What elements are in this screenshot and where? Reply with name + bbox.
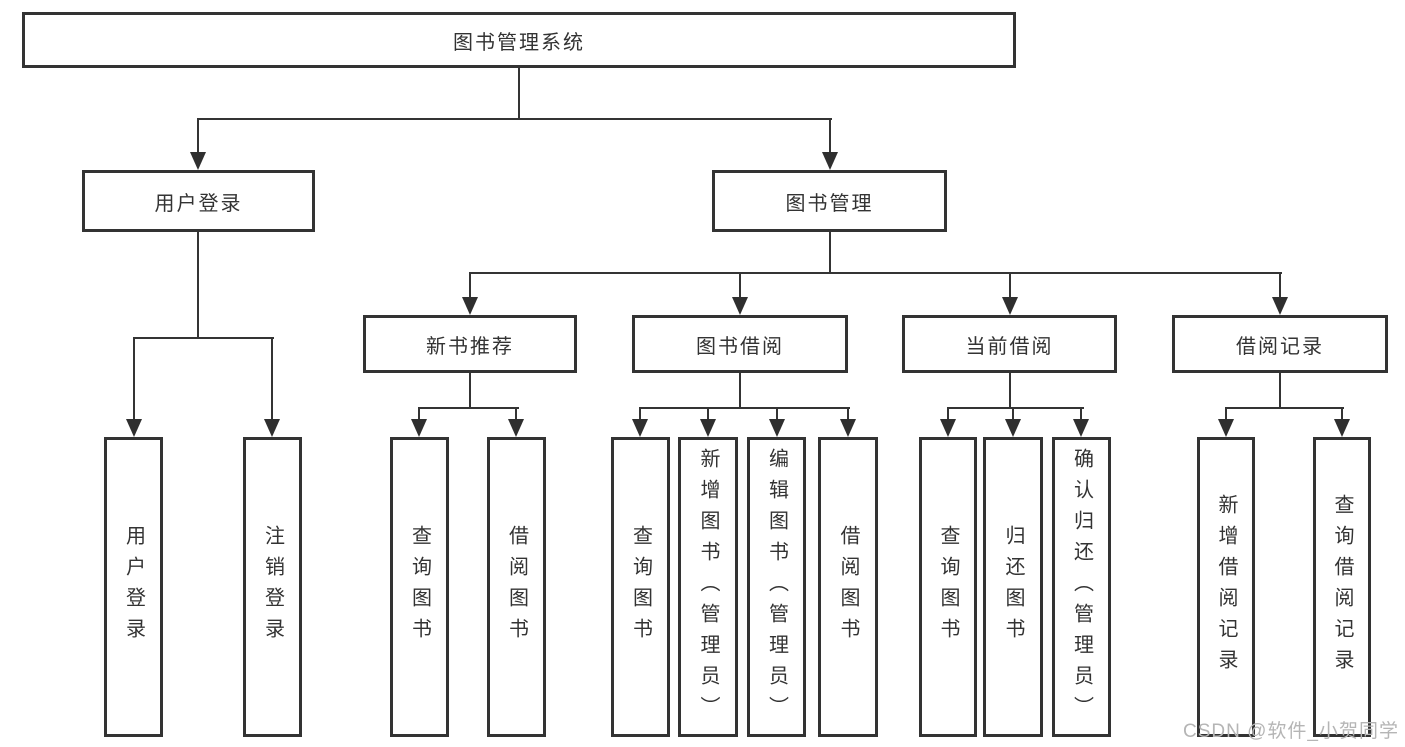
connector-borrowing-trunk	[739, 373, 741, 409]
leaf-edit-books-admin: 编辑图书（管理员）	[747, 437, 806, 737]
connector-drop-level3	[1009, 272, 1011, 299]
node-current-borrowing: 当前借阅	[902, 315, 1117, 373]
leaf-label: 确认归还（管理员）	[1070, 447, 1093, 727]
leaf-label: 用户登录	[122, 525, 145, 649]
connector-drop-level3	[1279, 272, 1281, 299]
leaf-label: 借阅图书	[505, 525, 528, 649]
connector-drop-leaf	[133, 337, 135, 421]
leaf-borrow-books-borrow: 借阅图书	[818, 437, 878, 737]
connector-root-trunk	[518, 68, 520, 119]
connector-current-trunk	[1009, 373, 1011, 409]
connector-drop-book-management	[829, 118, 831, 154]
leaf-add-borrow-record: 新增借阅记录	[1197, 437, 1255, 737]
connector-drop-leaf	[1080, 407, 1082, 421]
connector-drop-level3	[469, 272, 471, 299]
arrow-down-icon	[840, 419, 856, 437]
arrow-down-icon	[1272, 297, 1288, 315]
arrow-down-icon	[1002, 297, 1018, 315]
leaf-query-books-current: 查询图书	[919, 437, 977, 737]
leaf-query-books-borrow: 查询图书	[611, 437, 670, 737]
arrow-down-icon	[1073, 419, 1089, 437]
connector-drop-leaf	[1341, 407, 1343, 421]
connector-bookmgmt-trunk	[829, 232, 831, 274]
connector-drop-leaf	[776, 407, 778, 421]
connector-drop-leaf	[1012, 407, 1014, 421]
connector-records-splitter	[1225, 407, 1344, 409]
leaf-query-books-recommend: 查询图书	[390, 437, 449, 737]
connector-drop-leaf	[271, 337, 273, 421]
arrow-down-icon	[1334, 419, 1350, 437]
connector-root-splitter	[197, 118, 832, 120]
leaf-query-borrow-record: 查询借阅记录	[1313, 437, 1371, 737]
node-book-borrowing: 图书借阅	[632, 315, 848, 373]
arrow-down-icon	[1005, 419, 1021, 437]
leaf-label: 查询借阅记录	[1331, 494, 1353, 680]
leaf-label: 新增图书（管理员）	[697, 447, 719, 727]
connector-drop-leaf	[515, 407, 517, 421]
node-book-management: 图书管理	[712, 170, 947, 232]
leaf-label: 查询图书	[937, 525, 959, 649]
leaf-add-books-admin: 新增图书（管理员）	[678, 437, 738, 737]
leaf-label: 借阅图书	[837, 525, 859, 649]
connector-drop-user-login	[197, 118, 199, 154]
connector-borrowing-splitter	[639, 407, 850, 409]
connector-userlogin-trunk	[197, 232, 199, 339]
leaf-label: 查询图书	[629, 525, 652, 649]
leaf-logout-login: 注销登录	[243, 437, 302, 737]
node-new-book-recommend: 新书推荐	[363, 315, 577, 373]
connector-records-trunk	[1279, 373, 1281, 409]
arrow-down-icon	[940, 419, 956, 437]
connector-recommend-splitter	[418, 407, 519, 409]
connector-drop-level3	[739, 272, 741, 299]
connector-drop-leaf	[847, 407, 849, 421]
node-user-login: 用户登录	[82, 170, 315, 232]
arrow-down-icon	[632, 419, 648, 437]
arrow-down-icon	[508, 419, 524, 437]
connector-drop-leaf	[1225, 407, 1227, 421]
leaf-borrow-books-recommend: 借阅图书	[487, 437, 546, 737]
connector-drop-leaf	[418, 407, 420, 421]
leaf-label: 注销登录	[261, 525, 284, 649]
connector-drop-leaf	[707, 407, 709, 421]
leaf-confirm-return-admin: 确认归还（管理员）	[1052, 437, 1111, 737]
node-library-management-system: 图书管理系统	[22, 12, 1016, 68]
arrow-down-icon	[126, 419, 142, 437]
leaf-label: 编辑图书（管理员）	[765, 447, 788, 727]
arrow-down-icon	[190, 152, 206, 170]
leaf-user-login: 用户登录	[104, 437, 163, 737]
node-borrowing-records: 借阅记录	[1172, 315, 1388, 373]
arrow-down-icon	[732, 297, 748, 315]
leaf-label: 查询图书	[408, 525, 431, 649]
connector-drop-leaf	[639, 407, 641, 421]
leaf-label: 归还图书	[1002, 525, 1024, 649]
csdn-watermark: CSDN @软件_小贺同学	[1183, 721, 1399, 742]
connector-userlogin-splitter	[133, 337, 274, 339]
arrow-down-icon	[264, 419, 280, 437]
arrow-down-icon	[1218, 419, 1234, 437]
connector-drop-leaf	[947, 407, 949, 421]
leaf-return-books: 归还图书	[983, 437, 1043, 737]
arrow-down-icon	[411, 419, 427, 437]
leaf-label: 新增借阅记录	[1215, 494, 1237, 680]
connector-current-splitter	[947, 407, 1084, 409]
arrow-down-icon	[700, 419, 716, 437]
arrow-down-icon	[822, 152, 838, 170]
connector-bookmgmt-splitter	[469, 272, 1282, 274]
arrow-down-icon	[462, 297, 478, 315]
connector-recommend-trunk	[469, 373, 471, 409]
arrow-down-icon	[769, 419, 785, 437]
